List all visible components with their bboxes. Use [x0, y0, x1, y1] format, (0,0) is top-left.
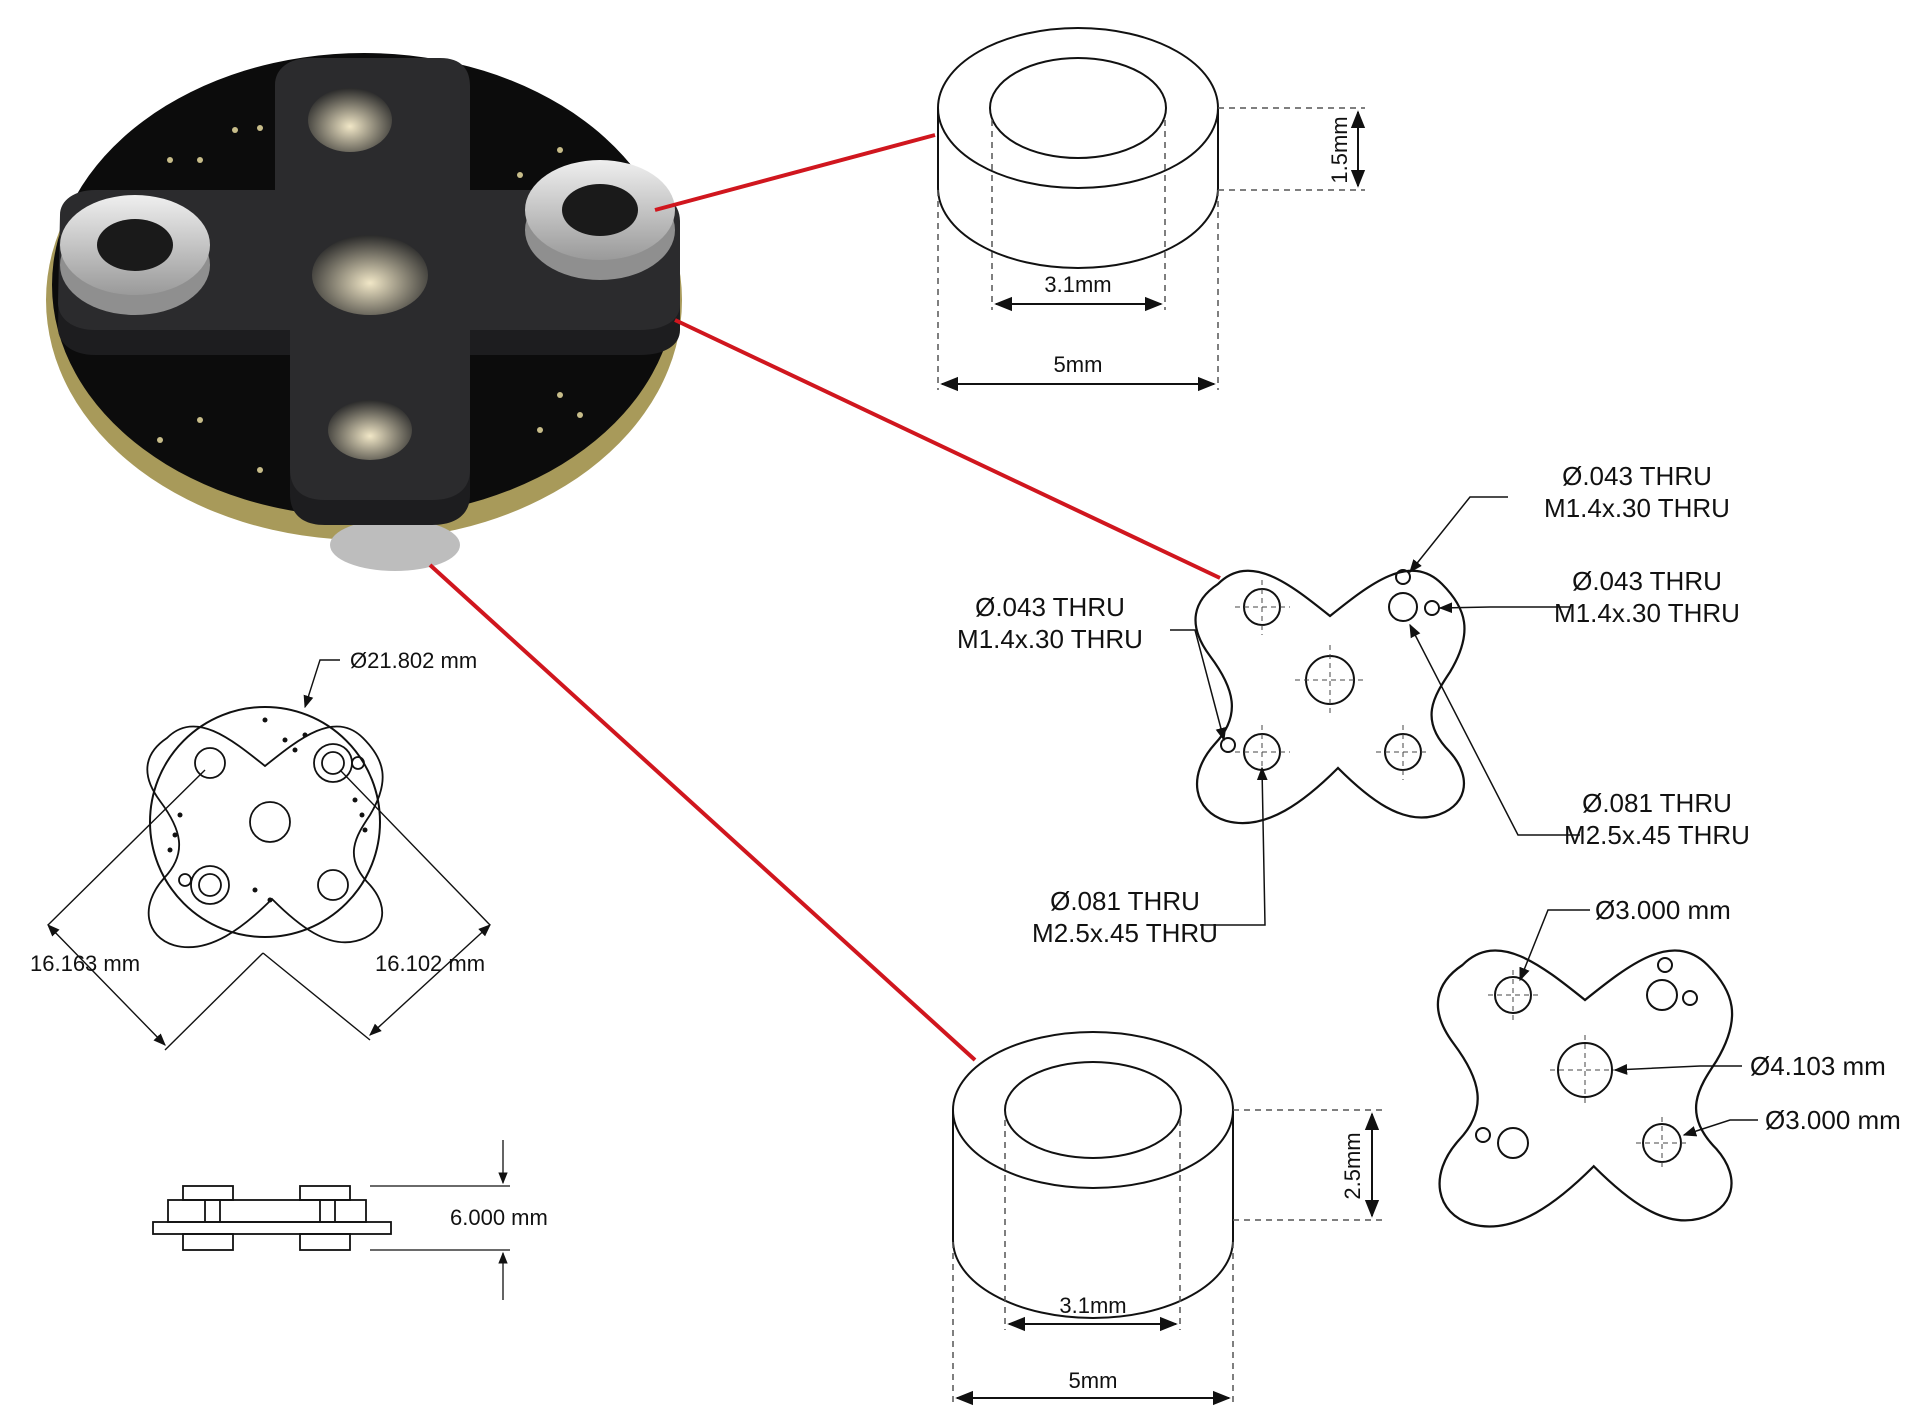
diameter-center-label: Ø4.103 mm	[1750, 1051, 1886, 1081]
spacer-left-3d	[60, 195, 210, 315]
diameter-top-left-label: Ø3.000 mm	[1595, 895, 1731, 925]
leader-to-small-spacer	[654, 133, 936, 212]
large-spacer-inner-label: 3.1mm	[1059, 1293, 1126, 1318]
large-spacer-top-inner	[1004, 1061, 1182, 1159]
small-spacer-inner-label: 3.1mm	[1044, 272, 1111, 297]
bottom-spacer	[330, 519, 460, 571]
large-spacer-top-outer	[952, 1031, 1234, 1189]
callout-top-right-line1: Ø.043 THRU	[1562, 461, 1712, 491]
small-spacer-height-label: 1.5mm	[1327, 116, 1352, 183]
callout-right-large-line2: M2.5x.45 THRU	[1564, 820, 1750, 850]
board-diag-left-label: 16.163 mm	[30, 951, 140, 976]
board-top-view	[47, 659, 491, 1051]
large-spacer-drawing	[952, 1031, 1385, 1406]
callout-top-right-line2: M1.4x.30 THRU	[1544, 493, 1730, 523]
small-spacer-top-outer	[937, 27, 1219, 189]
pcb-vias	[157, 125, 583, 473]
large-spacer-height-label: 2.5mm	[1340, 1132, 1365, 1199]
small-spacer-drawing	[937, 27, 1366, 392]
board-height-label: 6.000 mm	[450, 1205, 548, 1230]
small-spacer-outer-label: 5mm	[1054, 352, 1103, 377]
spacer-right-3d	[525, 160, 675, 280]
board-diameter-label: Ø21.802 mm	[350, 648, 477, 673]
bracket-holes	[1220, 569, 1440, 771]
large-spacer-outer-label: 5mm	[1069, 1368, 1118, 1393]
bracket-callout-view	[1170, 496, 1580, 926]
leader-to-large-spacer	[428, 563, 977, 1062]
callout-leaders	[1170, 496, 1580, 926]
board-side-view	[152, 1140, 510, 1300]
diameter-bottom-right-label: Ø3.000 mm	[1765, 1105, 1901, 1135]
callout-left-line1: Ø.043 THRU	[975, 592, 1125, 622]
board-outline	[149, 706, 381, 938]
red-leader-lines	[428, 133, 1221, 1062]
small-spacer-top-inner	[989, 57, 1167, 159]
bracket-hole-bottom	[328, 400, 412, 460]
callout-right-line2: M1.4x.30 THRU	[1554, 598, 1740, 628]
callout-bottom-large-line2: M2.5x.45 THRU	[1032, 918, 1218, 948]
render-3d-assembly	[46, 53, 682, 571]
leader-to-bracket	[674, 318, 1221, 580]
callout-right-large-line1: Ø.081 THRU	[1582, 788, 1732, 818]
board-diag-right-label: 16.102 mm	[375, 951, 485, 976]
callout-bottom-large-line1: Ø.081 THRU	[1050, 886, 1200, 916]
bracket-hole-center	[312, 235, 428, 315]
bracket-diameter-view	[1436, 909, 1758, 1228]
bracket-hole-top	[308, 88, 392, 152]
bracket-centerlines	[1235, 580, 1430, 780]
callout-right-line1: Ø.043 THRU	[1572, 566, 1722, 596]
callout-left-line2: M1.4x.30 THRU	[957, 624, 1143, 654]
